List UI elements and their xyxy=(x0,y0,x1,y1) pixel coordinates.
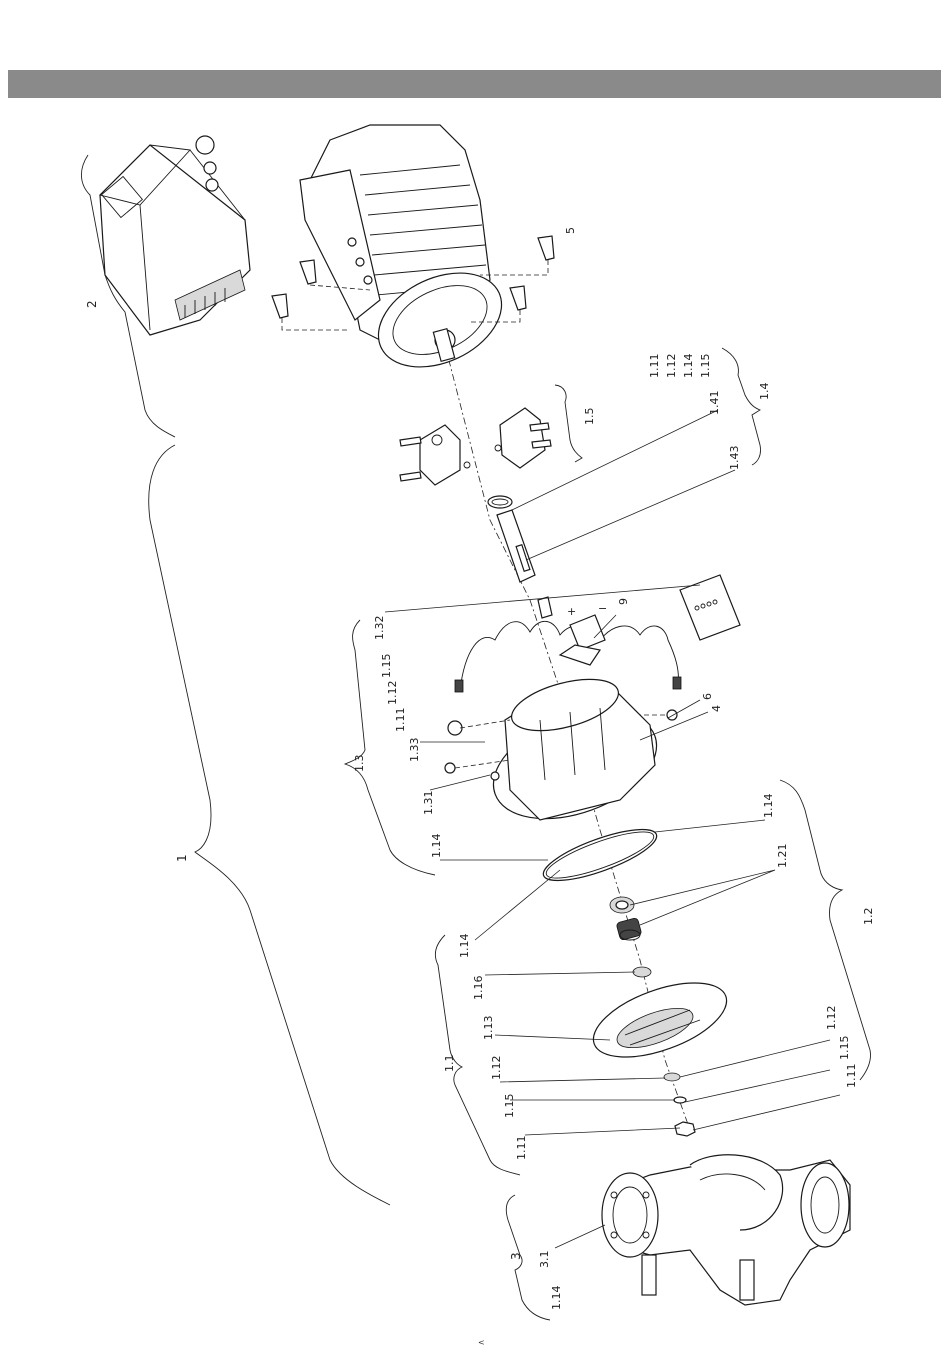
label-1-15-upper: 1.15 xyxy=(380,654,393,679)
nut-1-11 xyxy=(675,1122,695,1136)
label-1-3: 1.3 xyxy=(353,755,366,773)
motor xyxy=(300,125,517,386)
leader-1-31 xyxy=(430,775,490,790)
label-6: 6 xyxy=(701,693,714,700)
label-1-14-bottom: 1.14 xyxy=(550,1286,563,1311)
label-1-16: 1.16 xyxy=(472,976,485,1001)
label-4: 4 xyxy=(710,705,723,712)
label-3: 3 xyxy=(509,1252,523,1260)
impeller xyxy=(584,968,736,1072)
lantern-housing xyxy=(445,670,677,840)
leader-1-14-left xyxy=(475,870,560,940)
label-3-1: 3.1 xyxy=(538,1251,551,1269)
label-1-12-right: 1.12 xyxy=(825,1006,838,1031)
label-1-14-a: 1.14 xyxy=(430,834,443,859)
shaft-assembly xyxy=(488,496,552,618)
label-1-4-p14: 1.14 xyxy=(682,354,695,379)
label-1: 1 xyxy=(175,854,189,862)
leader-3-1 xyxy=(555,1225,605,1248)
label-1-12-upper: 1.12 xyxy=(386,681,399,706)
bracket-1-2 xyxy=(780,780,871,1080)
label-1-13: 1.13 xyxy=(482,1016,495,1041)
pump-housing xyxy=(602,1155,850,1305)
leader-1-21 xyxy=(630,870,775,925)
label-1-15-lower: 1.15 xyxy=(503,1094,516,1119)
label-2: 2 xyxy=(85,300,99,308)
label-5: 5 xyxy=(564,227,577,234)
leader-1-13 xyxy=(495,1035,610,1040)
label-1-11-right: 1.11 xyxy=(845,1064,858,1089)
label-1-5: 1.5 xyxy=(583,408,596,426)
label-minus: − xyxy=(598,602,607,615)
bracket-1-5 xyxy=(555,385,582,462)
label-1-4-p15: 1.15 xyxy=(699,354,712,379)
sensor-cable xyxy=(455,575,740,692)
label-1-33: 1.33 xyxy=(408,738,421,763)
label-1-4-p12: 1.12 xyxy=(665,354,678,379)
bracket-1 xyxy=(149,445,390,1205)
washer-1-15 xyxy=(674,1097,686,1103)
label-1-14-b: 1.14 xyxy=(762,794,775,819)
label-1-32: 1.32 xyxy=(373,616,386,641)
leader-6 xyxy=(668,700,700,718)
label-1-2: 1.2 xyxy=(862,908,875,926)
coupling-halves xyxy=(400,408,551,485)
leader-1-16 xyxy=(485,972,635,975)
label-1-43: 1.43 xyxy=(728,446,741,471)
electronics-module xyxy=(100,136,250,335)
label-1-1: 1.1 xyxy=(443,1055,456,1073)
page-mark: < xyxy=(478,1338,485,1347)
spacer-ring xyxy=(633,967,651,977)
leader-1-43 xyxy=(526,470,735,560)
label-1-11-lower: 1.11 xyxy=(515,1136,528,1161)
label-1-12-lower: 1.12 xyxy=(490,1056,503,1081)
leader-1-14-right xyxy=(655,820,765,832)
label-9: 9 xyxy=(617,598,630,605)
label-1-15-right: 1.15 xyxy=(838,1036,851,1061)
label-1-4: 1.4 xyxy=(758,383,771,401)
washer-1-12 xyxy=(664,1073,680,1081)
label-1-14-c: 1.14 xyxy=(458,934,471,959)
label-1-31: 1.31 xyxy=(422,791,435,816)
label-1-41: 1.41 xyxy=(708,391,721,416)
label-plus: + xyxy=(567,605,576,618)
label-1-21: 1.21 xyxy=(776,844,789,869)
label-1-11-upper: 1.11 xyxy=(394,708,407,733)
label-1-4-p11: 1.11 xyxy=(648,354,661,379)
